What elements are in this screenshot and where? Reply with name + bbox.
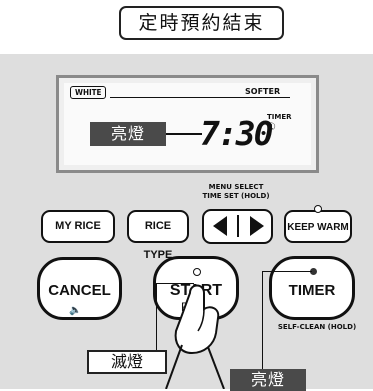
menu-select-label: MENU SELECT TIME SET (HOLD): [191, 183, 281, 201]
on-callout-badge: 亮燈: [230, 369, 306, 391]
white-mode-tag: WHITE: [70, 86, 107, 99]
keep-warm-button[interactable]: KEEP WARM: [284, 210, 352, 243]
speaker-mute-icon: 🔈: [69, 305, 82, 316]
timer-button[interactable]: [269, 256, 355, 320]
timer-indicator-light: [310, 268, 317, 275]
my-rice-button[interactable]: MY RICE: [41, 210, 115, 243]
arrow-separator: [237, 215, 239, 237]
page-title: 定時預約結束: [119, 6, 284, 40]
callout-connector-line: [166, 133, 202, 135]
self-clean-label: SELF-CLEAN (HOLD): [277, 323, 357, 331]
timer-time-readout: 7:30: [200, 114, 273, 153]
off-callout-badge: 滅燈: [87, 350, 167, 374]
off-callout-line: [156, 283, 157, 351]
off-callout-line-horizontal: [156, 283, 194, 284]
cancel-label: CANCEL: [48, 282, 111, 299]
pressing-finger-icon: [165, 284, 225, 389]
keep-warm-indicator-light: [314, 205, 322, 213]
arrow-right-icon[interactable]: [250, 216, 264, 236]
on-callout-line: [262, 271, 263, 369]
arrow-left-icon[interactable]: [213, 216, 227, 236]
time-set-text: TIME SET (HOLD): [202, 192, 270, 200]
rice-type-button[interactable]: RICE TYPE: [127, 210, 189, 261]
on-callout-line-horizontal: [262, 271, 312, 272]
softer-label: SOFTER: [245, 87, 281, 96]
start-indicator-light: [193, 268, 201, 276]
cancel-button[interactable]: [37, 257, 122, 320]
timer-indicator: TIMER: [267, 113, 292, 121]
menu-select-text: MENU SELECT: [208, 183, 264, 191]
timer-number-indicator: ①: [267, 122, 276, 133]
lit-callout-display: 亮燈: [90, 122, 166, 146]
texture-scale-line: [110, 97, 290, 98]
timer-label: TIMER: [288, 282, 336, 299]
